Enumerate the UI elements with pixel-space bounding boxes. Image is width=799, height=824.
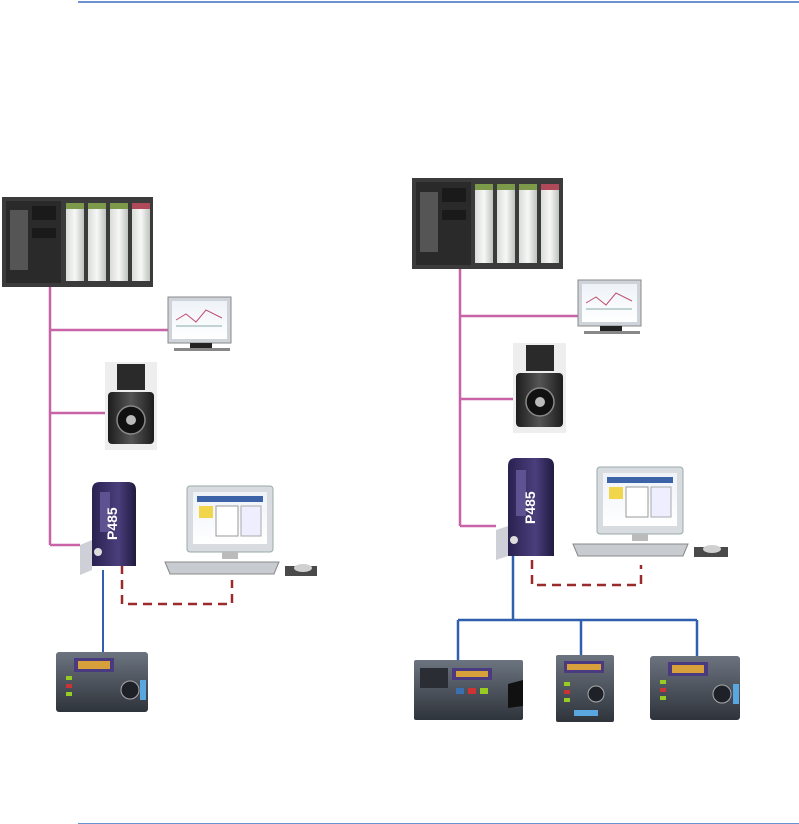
right-system: P485 bbox=[412, 178, 740, 722]
gateway-label: P485 bbox=[104, 507, 120, 540]
protection-relay-icon bbox=[56, 652, 148, 712]
desktop-computer-icon bbox=[165, 486, 317, 576]
servo-motor-icon bbox=[513, 343, 566, 433]
right-dashed-link bbox=[532, 560, 641, 585]
right-blue-bus bbox=[458, 556, 697, 660]
gateway-icon: P485 bbox=[80, 482, 136, 575]
protection-relay-icon bbox=[556, 655, 614, 722]
protection-relay-icon bbox=[414, 660, 523, 720]
hmi-panel-icon bbox=[168, 297, 231, 351]
plc-rack-icon bbox=[412, 178, 563, 269]
hmi-panel-icon bbox=[578, 280, 641, 334]
gateway-label: P485 bbox=[522, 491, 538, 524]
plc-rack-icon bbox=[2, 197, 153, 287]
servo-motor-icon bbox=[105, 362, 157, 450]
desktop-computer-icon bbox=[573, 467, 728, 557]
protection-relay-icon bbox=[650, 656, 740, 720]
left-system: P485 bbox=[2, 197, 317, 712]
gateway-icon: P485 bbox=[496, 458, 554, 560]
